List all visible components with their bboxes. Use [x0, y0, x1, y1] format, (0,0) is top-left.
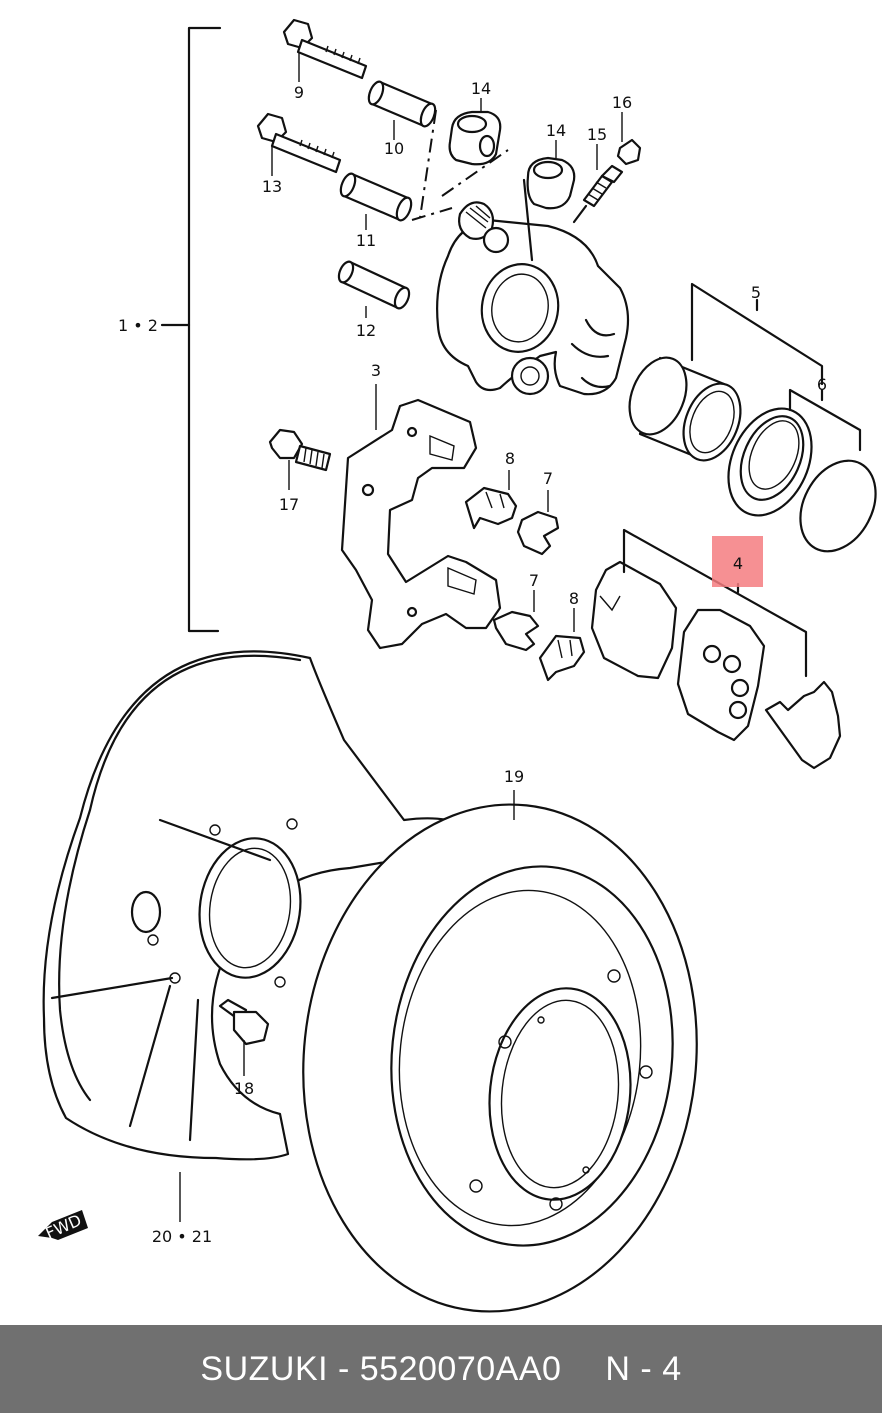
part-bolt-18	[218, 998, 270, 1046]
label-3: 3	[371, 361, 381, 380]
label-5: 5	[751, 283, 761, 302]
fwd-label: FWD	[42, 1210, 84, 1243]
label-16: 16	[612, 93, 632, 112]
footer-brand: SUZUKI - 5520070AA0	[200, 1349, 562, 1388]
label-18: 18	[234, 1079, 254, 1098]
part-bushing-11	[339, 172, 413, 222]
part-bolt-17	[268, 428, 332, 472]
label-19: 19	[504, 767, 524, 786]
group-bracket	[160, 26, 222, 633]
label-20-21: 20 • 21	[152, 1227, 212, 1246]
footer-page: N - 4	[605, 1349, 682, 1388]
part-bleeder-15	[582, 164, 624, 208]
label-8-top: 8	[505, 449, 515, 468]
part-boot-14-left	[448, 110, 502, 166]
label-12: 12	[356, 321, 376, 340]
part-caliper-support-3	[340, 398, 502, 650]
label-10: 10	[384, 139, 404, 158]
part-clip-8-top	[464, 486, 518, 530]
label-1-2: 1 • 2	[118, 316, 158, 335]
part-dust-shield-20-21	[42, 650, 494, 1161]
label-13: 13	[262, 177, 282, 196]
label-14-right: 14	[546, 121, 566, 140]
part-brake-pad-4	[590, 560, 842, 770]
part-bolt-13	[256, 112, 342, 174]
label-6: 6	[817, 375, 827, 394]
brake-assembly-diagram: FWD 1 • 2 3 4 5 6 7 7 8 8 9 10 11 12 13 …	[38, 18, 877, 1313]
part-caliper-body	[436, 178, 630, 396]
part-bushing-12	[337, 260, 411, 310]
footer-bar: SUZUKI - 5520070AA0 N - 4	[0, 1325, 882, 1413]
label-11: 11	[356, 231, 376, 250]
label-8-bottom: 8	[569, 589, 579, 608]
label-17: 17	[279, 495, 299, 514]
label-7-top: 7	[543, 469, 553, 488]
part-brake-disc-19	[302, 803, 698, 1313]
part-clip-8-bottom	[538, 634, 586, 682]
part-bushing-10	[367, 80, 437, 128]
part-cap-16	[616, 138, 642, 166]
label-4: 4	[733, 554, 743, 573]
label-15: 15	[587, 125, 607, 144]
part-seal-6	[727, 407, 813, 517]
part-piston-5	[628, 356, 742, 462]
highlight-box	[712, 536, 763, 587]
part-boot-14-right	[526, 156, 576, 210]
part-clip-7-bottom	[492, 610, 540, 652]
part-retaining-ring	[799, 459, 877, 553]
part-bolt-9	[282, 18, 368, 80]
label-9: 9	[294, 83, 304, 102]
label-7-bottom: 7	[529, 571, 539, 590]
fwd-arrow-icon: FWD	[38, 1210, 88, 1243]
label-14-left: 14	[471, 79, 491, 98]
part-clip-7-top	[516, 510, 560, 556]
